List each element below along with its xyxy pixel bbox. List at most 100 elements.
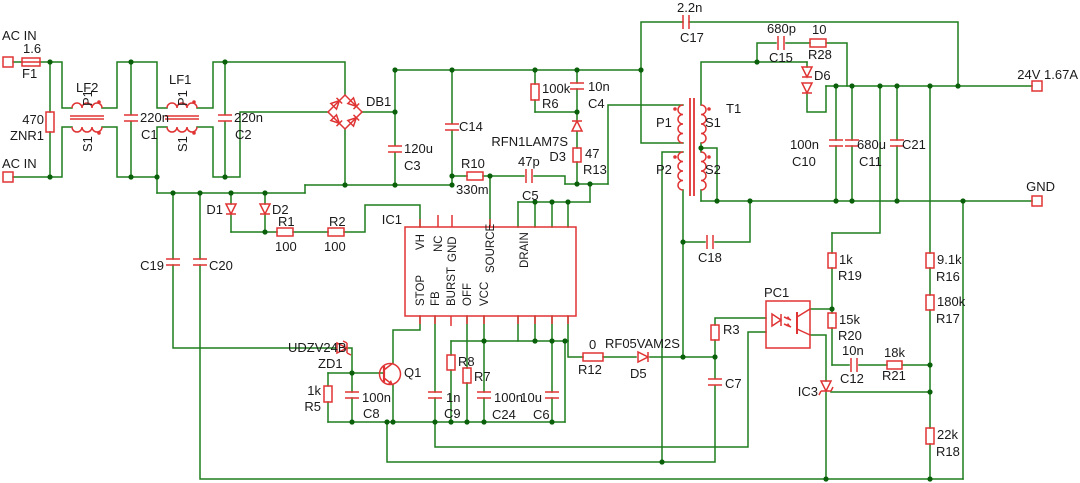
label-R1-ref: R1 [278, 214, 295, 229]
resistor-R5 [323, 385, 333, 403]
label-C20-ref: C20 [209, 258, 233, 273]
fuse-F1 [21, 57, 41, 67]
label-PC1-ref: PC1 [764, 285, 789, 300]
label-ZNR1-value: 470 [22, 112, 44, 127]
label-IC1-pin-NC: NC [433, 235, 445, 252]
capacitor-C7 [708, 378, 722, 386]
label-R13-ref: R13 [583, 162, 607, 177]
label-R28-value: 10 [812, 22, 826, 37]
label-T1-s2: S2 [705, 162, 721, 177]
ic-IC1-pin-stubs [419, 215, 569, 326]
capacitor-C1 [124, 114, 138, 122]
diode-D3 [570, 119, 584, 132]
label-R6-ref: R6 [542, 96, 559, 111]
label-ac-in-2: AC IN [2, 156, 37, 171]
resistor-R19 [827, 252, 837, 269]
resistor-R20 [827, 312, 837, 329]
diode-D5 [637, 350, 650, 364]
label-IC1-pin-VCC: VCC [479, 282, 491, 306]
label-C14-ref: C14 [459, 119, 483, 134]
label-C19-ref: C19 [140, 258, 164, 273]
label-C12-value: 10n [842, 343, 864, 358]
label-R8-ref: R8 [458, 354, 475, 369]
label-IC1-ref: IC1 [382, 212, 402, 227]
label-R18-value: 22k [937, 427, 958, 442]
capacitor-C6 [545, 391, 559, 399]
terminal-ac-in-1 [2, 56, 14, 68]
label-C6-value: 10u [520, 390, 542, 405]
resistor-R3 [710, 324, 720, 341]
diode-D6 [800, 66, 814, 95]
label-C1-value: 220n [140, 110, 169, 125]
wires [12, 21, 1033, 480]
label-C21-ref: C21 [902, 137, 926, 152]
label-output-voltage: 24V 1.67A [1017, 67, 1078, 82]
label-T1-p1: P1 [656, 115, 672, 130]
label-R10-ref: R10 [461, 156, 485, 171]
resistor-R12 [582, 352, 604, 362]
capacitor-C4 [570, 82, 584, 90]
label-C8-ref: C8 [363, 406, 380, 421]
capacitor-C8 [345, 391, 359, 399]
label-C18-ref: C18 [698, 250, 722, 265]
label-R28-ref: R28 [808, 47, 832, 62]
label-R20-value: 15k [839, 312, 860, 327]
label-C15-value: 680p [767, 21, 796, 36]
label-D2-ref: D2 [272, 202, 289, 217]
label-C8-value: 100n [362, 390, 391, 405]
label-R7-ref: R7 [474, 369, 491, 384]
components [2, 15, 1043, 445]
transistor-Q1 [378, 362, 402, 386]
label-R21-ref: R21 [882, 368, 906, 383]
label-C10-ref: C10 [792, 154, 816, 169]
label-R19-value: 1k [839, 252, 853, 267]
label-IC1-pin-DRAIN: DRAIN [519, 232, 531, 268]
label-C12-ref: C12 [840, 371, 864, 386]
label-C15-ref: C15 [769, 50, 793, 65]
diode-D1 [224, 203, 238, 216]
label-C1-ref: C1 [141, 127, 158, 142]
label-R16-ref: R16 [936, 269, 960, 284]
resistor-R28 [809, 38, 827, 48]
choke-LF2 [70, 100, 104, 135]
label-C17-value: 2.2n [677, 0, 702, 15]
capacitor-C9 [428, 391, 442, 399]
resistor-R17 [925, 294, 935, 311]
label-R19-ref: R19 [838, 268, 862, 283]
label-C24-ref: C24 [492, 407, 516, 422]
label-C11-value: 680u [857, 137, 886, 152]
label-T1-ref: T1 [726, 101, 741, 116]
label-C4-value: 10n [588, 79, 610, 94]
label-R3-ref: R3 [723, 322, 740, 337]
varistor-ZNR1 [45, 111, 55, 133]
label-R13-value: 47 [585, 146, 599, 161]
resistor-R18 [925, 427, 935, 445]
resistor-R21 [886, 360, 903, 370]
label-ZD1-value: UDZV24B [288, 340, 347, 355]
label-C3-ref: C3 [404, 158, 421, 173]
label-R6-value: 100k [542, 81, 571, 96]
labels: AC IN AC IN 24V 1.67A GND 1.6 F1 470 ZNR… [2, 0, 1078, 459]
label-IC1-pin-OFF: OFF [462, 283, 474, 306]
label-C6-ref: C6 [533, 407, 550, 422]
label-R2-value: 100 [324, 239, 346, 254]
label-C10-value: 100n [790, 137, 819, 152]
label-IC1-pin-VH: VH [415, 234, 427, 250]
capacitor-C12 [850, 358, 858, 372]
label-T1-p2: P2 [656, 162, 672, 177]
label-C24-value: 100n [494, 390, 523, 405]
capacitor-C14 [445, 123, 459, 131]
label-D6-ref: D6 [814, 68, 831, 83]
label-IC1-pin-GND: GND [447, 236, 459, 262]
capacitor-C24 [477, 391, 491, 399]
label-D5-value: RF05VAM2S [605, 336, 680, 351]
capacitor-C20 [193, 258, 207, 266]
label-LF2-p: P1 [80, 90, 95, 106]
label-C9-ref: C9 [444, 406, 461, 421]
label-R1-value: 100 [275, 239, 297, 254]
capacitor-C18 [706, 235, 714, 249]
label-F1-ref: F1 [22, 66, 37, 81]
choke-LF1 [165, 100, 199, 135]
label-IC1-pin-BURST: BURST [446, 267, 458, 306]
